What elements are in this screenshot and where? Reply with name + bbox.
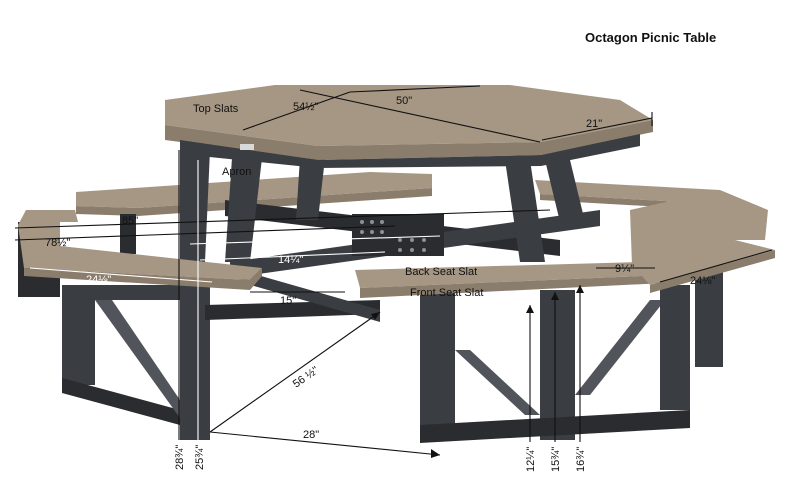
dim-seat-top-height: 16¾" [575, 447, 587, 472]
right-leg-b [545, 160, 585, 222]
front-left-brace [62, 378, 180, 425]
label-back-seat-slat: Back Seat Slat [405, 266, 477, 278]
left-leg-back [225, 158, 262, 262]
dim-inner-span: 28½" [284, 235, 309, 247]
table-top-edge [165, 120, 653, 160]
dim-footprint-diagonal: 56 ½" [291, 364, 321, 390]
dim-seat-depth: 15" [280, 295, 296, 307]
hub-bolts [360, 220, 426, 252]
left-leg-front [180, 150, 210, 262]
center-hub [352, 214, 444, 256]
front-left-diag [95, 300, 180, 418]
front-seat-slat [355, 262, 665, 288]
back-leg [296, 158, 325, 220]
front-seat-frame [420, 290, 455, 440]
left-seat-edge [24, 268, 262, 290]
dim-seat-width-right: 9¼" [615, 263, 634, 275]
right-seat [630, 190, 775, 285]
apron-plate [240, 144, 254, 150]
dim-seat-height: 15¾" [550, 447, 562, 472]
dim-top-edge: 21" [586, 118, 602, 130]
diagram-title: Octagon Picnic Table [585, 30, 716, 45]
front-seat-slat-edge [360, 275, 665, 298]
dim-top-side: 54½" [293, 101, 318, 113]
rear-right-post [695, 262, 723, 367]
dim-seat-length-right: 24⅛" [690, 275, 715, 287]
dimension-lines [14, 85, 773, 458]
label-front-seat-slat: Front Seat Slat [410, 287, 483, 299]
back-right-seat [535, 180, 720, 204]
label-top-slats: Top Slats [193, 103, 239, 115]
left-diag-rail [240, 270, 380, 322]
left-seat [18, 210, 262, 280]
dim-clearance-height: 12¼" [525, 447, 537, 472]
dim-top-diagonal: 50" [396, 95, 412, 107]
dim-total-height: 28¾" [174, 445, 186, 470]
dim-footprint-side: 28" [303, 429, 319, 441]
table-top [165, 85, 653, 146]
label-apron: Apron [222, 166, 251, 178]
apron [180, 134, 640, 168]
right-seat-edge [650, 250, 775, 293]
front-right-post [660, 285, 690, 410]
dim-seat-gap: 14¼" [278, 254, 303, 266]
front-seat-diag-b [575, 300, 665, 395]
dim-overall-width: 85" [122, 215, 138, 227]
front-seat-diag-a [455, 350, 540, 415]
dim-overall-seat-span: 78½" [45, 237, 70, 249]
front-seat-frame-b [540, 290, 575, 440]
dim-seat-length-left: 24⅛" [86, 274, 111, 286]
dim-table-height: 25¾" [194, 445, 206, 470]
